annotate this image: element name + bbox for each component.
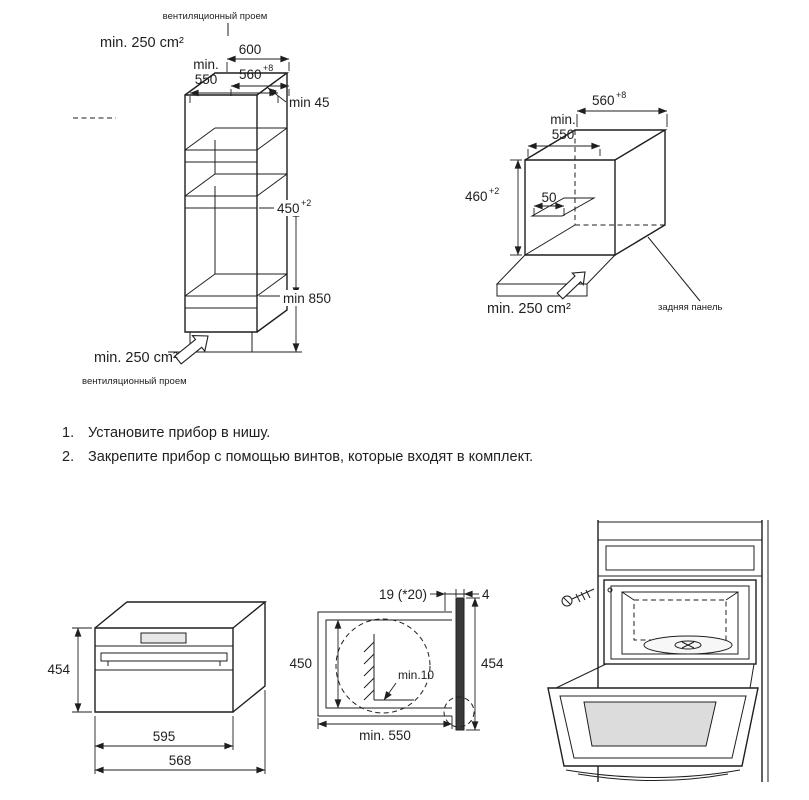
label-backing [274,200,324,216]
dim-door-gap: 4 [482,587,490,602]
dim-oven-depth: 568 [169,753,192,768]
vent-top-area-label: min. 250 cm² [100,35,184,51]
step-1-text: Установите прибор в нишу. [88,425,270,441]
rear-panel-label: задняя панель [658,302,723,313]
niche-vent-arrow-icon [556,271,586,300]
oven-body [94,601,267,713]
oven-front-dimensions [72,627,266,774]
dim-section-front-height: 454 [481,656,504,671]
door-glass [583,701,717,747]
vent-area-label: min. 250 cm² [487,301,571,317]
dim-oven-width: 595 [153,729,176,744]
dim-depth-min-line2: 550 [195,72,218,87]
open-door-diagram [547,520,769,782]
dim-niche-height-sup: +2 [489,186,499,196]
installation-steps: 1. Установите прибор в нишу. 2. Закрепит… [62,425,533,465]
niche-diagram: 560 +8 min. 550 460 +2 50 min. 250 cm² з… [465,90,723,317]
dim-cabinet-width: 600 [239,42,262,57]
section-diagram: 19 (*20) 4 450 454 min.10 min. 550 [289,587,504,743]
dim-floor-height: min 850 [283,291,331,306]
vent-arrow-icon [174,335,209,365]
dim-depth-min-line2: 550 [552,127,575,142]
dim-depth-min-line1: min. [550,112,576,127]
dim-section-niche-height: 450 [289,656,312,671]
vent-top-label: вентиляционный проем [163,11,268,22]
dim-oven-height: 454 [47,662,70,677]
screw-icon [561,588,595,607]
niche-body [495,129,701,302]
vent-bottom-area-label: min. 250 cm² [94,350,178,366]
dim-top-gap: min 45 [289,95,330,110]
dim-door-offset: 19 (*20) [379,587,427,602]
vent-bottom-label: вентиляционный проем [82,376,187,387]
cabinet-body [73,23,302,353]
dim-niche-width-base: 560 [592,93,615,108]
dim-niche-width-sup: +8 [263,63,273,73]
step-2-text: Закрепите прибор с помощью винтов, котор… [88,449,533,465]
step-1-number: 1. [62,425,74,441]
open-door [547,663,759,781]
section-dimensions [317,589,480,731]
dim-niche-height-sup: +2 [301,198,311,208]
dim-depth-min-line1: min. [193,57,219,72]
dim-niche-height-base: 450 [277,201,300,216]
door-handle [565,769,741,778]
label-backing [280,290,340,306]
door-section-bar [455,597,465,731]
oven-front-diagram: 454 595 568 [47,601,267,774]
dim-section-depth: min. 550 [359,728,411,743]
dim-niche-width-base: 560 [239,67,262,82]
dim-niche-height-base: 460 [465,189,488,204]
niche-dimensions [510,107,668,256]
dim-rail-offset: 50 [541,190,556,205]
dim-bottom-clearance: min.10 [398,668,434,682]
section-body [317,597,475,731]
oven-cavity [603,579,757,665]
cabinet-diagram: вентиляционный проем min. 250 cm² 600 mi… [73,11,340,387]
dim-niche-width-sup: +8 [616,90,626,100]
step-2-number: 2. [62,449,74,465]
